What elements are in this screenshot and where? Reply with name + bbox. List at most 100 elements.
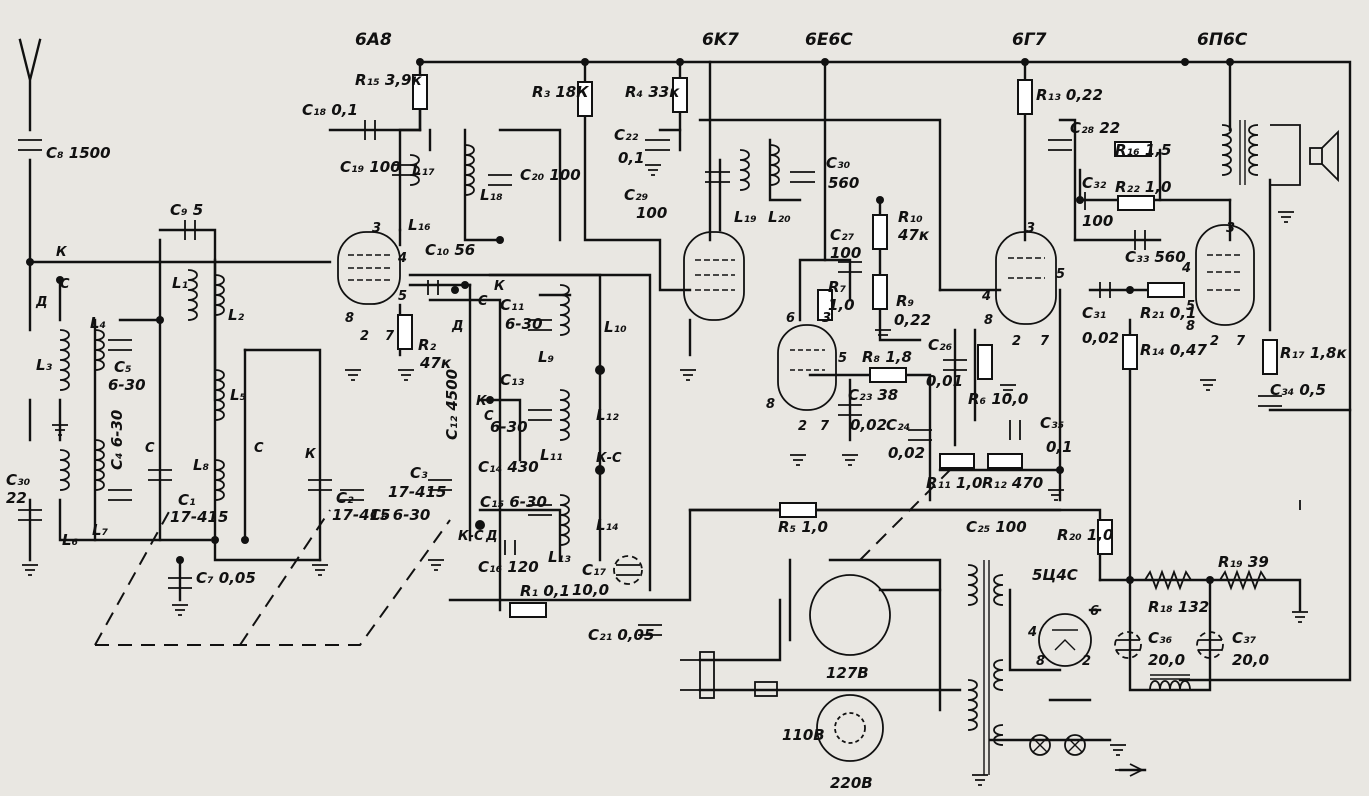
label-r20: R₂₀ 1,0 (1057, 526, 1113, 544)
coil-label-l19: L₁₉ (734, 208, 757, 226)
coil-label-l17: L₁₇ (412, 161, 435, 179)
label-c11: C₁₁ (500, 296, 524, 314)
mains-plug-icon (680, 651, 778, 699)
tube-6e6c (777, 324, 837, 411)
label-r16: R₁₆ 1,5 (1115, 141, 1171, 159)
label-c18: C₁₈ 0,1 (302, 101, 358, 119)
coil-label-l1: L₁ (172, 274, 188, 292)
label-110v: 110В (782, 726, 825, 744)
ground-symbols (22, 164, 1308, 786)
coil-labels: L₁ L₂ L₃ L₄ L₅ L₆ L₇ L₈ L₉ L₁₀ L₁₁ L₁₂ L… (36, 161, 791, 566)
resistors (397, 74, 1278, 618)
pin-6p6c-4: 4 (1181, 261, 1191, 276)
label-c13: C₁₃ (500, 371, 525, 389)
label-c17-value: 10,0 (572, 581, 609, 599)
label-c11-value: 6-30 (505, 315, 543, 333)
label-r10-value: 47к (897, 226, 930, 244)
pin-numbers: 3 4 5 8 2 7 6 3 5 8 2 7 3 4 5 8 2 7 3 4 … (345, 221, 1246, 669)
output-arrow-icon (1115, 763, 1145, 777)
label-c30b: C₃₀ (826, 154, 851, 172)
label-c35-value: 0,1 (1046, 438, 1073, 456)
label-127v: 127В (826, 664, 869, 682)
label-c32: C₃₂ (1082, 174, 1107, 192)
coil-label-l12: L₁₂ (596, 406, 619, 424)
switch-label-s1: С (60, 277, 70, 292)
label-c27-value: 100 (830, 244, 861, 262)
pin-5c4c-8: 8 (1036, 654, 1045, 669)
label-c28: C₂₈ 22 (1070, 119, 1120, 137)
gang-dashes (94, 459, 961, 646)
coil-label-l11: L₁₁ (540, 446, 563, 464)
coil-label-l13: L₁₃ (548, 548, 571, 566)
switch-label-ks1: К-С (458, 529, 484, 544)
pin-6g7-3: 3 (1026, 221, 1035, 236)
label-r1: R₁ 0,1 (520, 582, 570, 600)
label-c26: C₂₆ (928, 336, 953, 354)
coils (59, 120, 1259, 775)
tube-6g7 (995, 231, 1057, 325)
label-c19: C₁₉ 100 (340, 158, 401, 176)
switch-label-k4: К (476, 394, 488, 409)
label-c30: C₃₀ (6, 471, 31, 489)
pin-6e6c-2: 2 (798, 419, 807, 434)
switch-label-s2: С (145, 441, 155, 456)
label-c31-value: 0,02 (1082, 329, 1119, 347)
pin-6p6c-5: 5 (1186, 299, 1195, 314)
label-c35: C₃₅ (1040, 414, 1064, 432)
label-c12: C₁₂ 4500 (443, 369, 461, 440)
tube-label-5c4c: 5Ц4C (1032, 566, 1078, 584)
label-r7-value: 1,0 (828, 296, 855, 314)
label-r7: R₇ (828, 278, 847, 296)
switch-label-k2: К (305, 447, 317, 462)
label-c24: C₂₄ (886, 416, 910, 434)
switch-label-d2: Д (451, 319, 464, 334)
label-c1: C₁ (178, 491, 196, 509)
capacitors (18, 120, 1301, 659)
label-c30b-value: 560 (828, 174, 859, 192)
tube-5c4c (1038, 613, 1092, 667)
pin-6g7-2: 2 (1012, 334, 1021, 349)
pin-6p6c-3: 3 (1226, 221, 1235, 236)
label-r3: R₃ 18К (532, 83, 589, 101)
label-c1-value: 17-415 (170, 508, 228, 526)
label-c21: C₂₁ 0,05 (588, 626, 654, 644)
label-r19: R₁₉ 39 (1218, 553, 1269, 571)
switch-label-s3: С (254, 441, 264, 456)
coil-label-l9: L₉ (538, 348, 555, 366)
tube-label-6g7: 6Г7 (1012, 30, 1047, 50)
label-r4: R₄ 33к (625, 83, 680, 101)
label-r9-value: 0,22 (894, 311, 931, 329)
pin-6g7-5: 5 (1056, 267, 1065, 282)
label-c3: C₃ (410, 464, 428, 482)
coil-label-l5: L₅ (230, 386, 246, 404)
label-c33: C₃₃ 560 (1125, 248, 1186, 266)
pin-6e6c-8: 8 (766, 397, 775, 412)
label-r8: R₈ 1,8 (862, 348, 912, 366)
label-c36-value: 20,0 (1148, 651, 1185, 669)
pin-6a8-4: 4 (397, 251, 407, 266)
tube-label-6a8: 6A8 (355, 30, 392, 50)
coil-label-l6: L₆ (62, 531, 79, 549)
pin-6e6c-3: 3 (822, 311, 831, 326)
tube-label-6e6c: 6E6C (805, 30, 853, 50)
label-c27: C₂₇ (830, 226, 855, 244)
label-c36: C₃₆ (1148, 629, 1173, 647)
coil-label-l2: L₂ (228, 306, 245, 324)
switch-labels: К Д С С С К К С Д К С К-С Д К-С (35, 245, 622, 544)
pilot-lamps-icon (1029, 734, 1086, 756)
pin-6a8-3: 3 (372, 221, 381, 236)
pin-6g7-4: 4 (981, 289, 991, 304)
coil-label-l8: L₈ (193, 456, 210, 474)
label-c3-value: 17-415 (388, 483, 446, 501)
label-r10: R₁₀ (898, 208, 923, 226)
label-c23-value: 0,02 (850, 416, 887, 434)
tube-label-6k7: 6K7 (702, 30, 739, 50)
tube-label-6p6c: 6П6C (1197, 30, 1248, 50)
coil-label-l18: L₁₈ (480, 186, 503, 204)
label-c29: C₂₉ (624, 186, 649, 204)
label-c17: C₁₇ (582, 561, 607, 579)
label-r9: R₉ (896, 292, 915, 310)
label-c32-value: 100 (1082, 212, 1113, 230)
label-c9: C₉ 5 (170, 201, 203, 219)
